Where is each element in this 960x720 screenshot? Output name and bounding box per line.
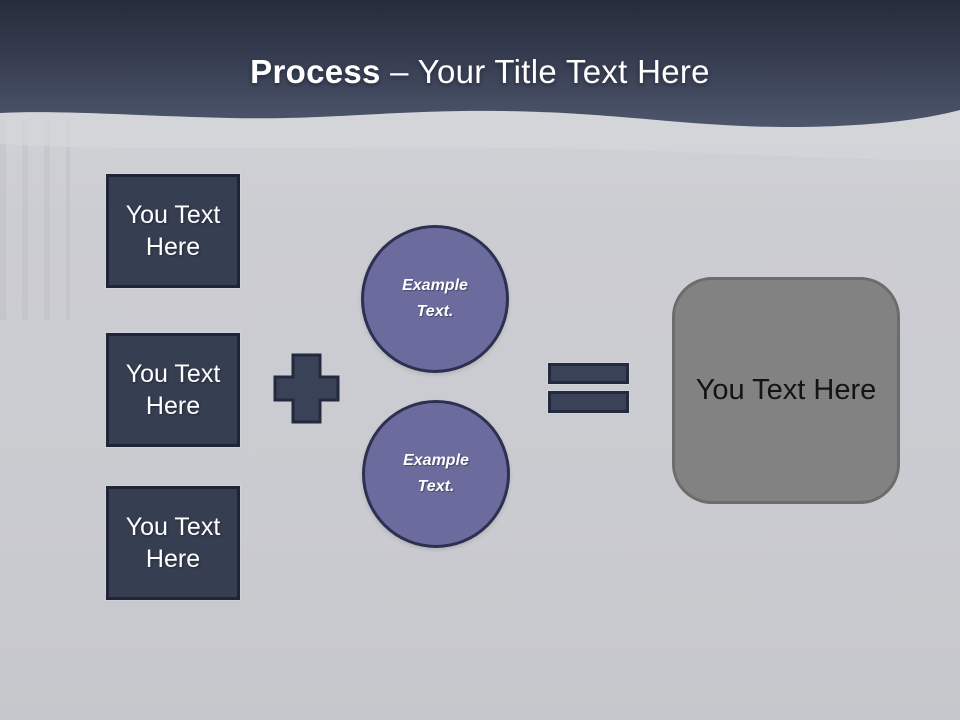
plus-icon-glyph bbox=[273, 353, 340, 424]
header-wave-band bbox=[0, 0, 960, 161]
input-box-2-label: You Text Here bbox=[125, 360, 221, 420]
example-circle-2[interactable]: Example Text. bbox=[362, 400, 510, 548]
input-box-1[interactable]: You Text Here bbox=[106, 174, 240, 288]
result-box-label: You Text Here bbox=[695, 374, 877, 406]
input-box-1-label: You Text Here bbox=[125, 201, 221, 261]
slide-title: Process – Your Title Text Here bbox=[0, 53, 960, 91]
input-box-3[interactable]: You Text Here bbox=[106, 486, 240, 600]
input-box-2[interactable]: You Text Here bbox=[106, 333, 240, 447]
example-circle-2-label: Example Text. bbox=[403, 452, 469, 495]
input-box-3-label: You Text Here bbox=[125, 513, 221, 573]
result-box[interactable]: You Text Here bbox=[672, 277, 900, 504]
slide-title-keyword: Process bbox=[250, 53, 381, 90]
header-highlight-wave bbox=[0, 110, 960, 161]
equals-icon bbox=[548, 363, 629, 413]
header-shape bbox=[0, 0, 960, 128]
example-circle-1[interactable]: Example Text. bbox=[361, 225, 509, 373]
equals-bar-bottom bbox=[548, 391, 629, 413]
equals-bar-top bbox=[548, 363, 629, 384]
example-circle-1-label: Example Text. bbox=[402, 277, 468, 320]
slide-title-suffix: – Your Title Text Here bbox=[380, 53, 710, 90]
plus-icon bbox=[272, 352, 341, 425]
